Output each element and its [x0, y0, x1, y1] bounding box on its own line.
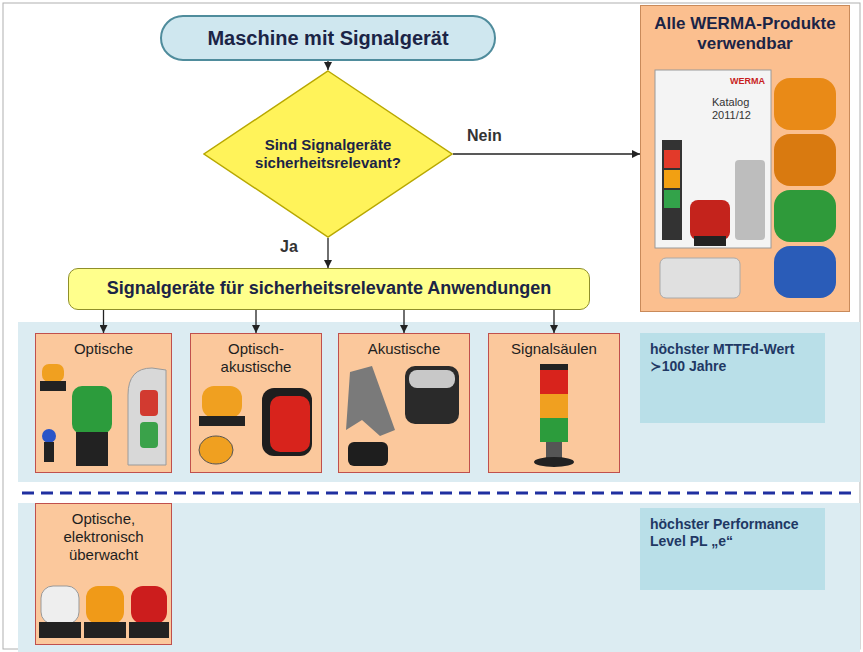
node-label: Signalsäulen [511, 340, 597, 358]
signal-tower [534, 364, 574, 467]
lamp [664, 150, 680, 168]
signal-tower [662, 140, 682, 240]
edge-label: Ja [278, 238, 300, 256]
lamp [774, 134, 836, 186]
lamp [664, 190, 680, 208]
beacon [202, 386, 242, 418]
connector-arrow [403, 310, 404, 333]
node-label: höchster Performance Level PL „e“ [650, 516, 815, 550]
connector-arrow [327, 61, 328, 70]
node-label: Alle WERMA-Produkte verwendbar [647, 14, 843, 55]
light-column [128, 368, 166, 465]
lamp [774, 190, 836, 242]
connector-arrow [453, 153, 640, 154]
connector-arrow [327, 238, 328, 268]
node-label: Maschine mit Signalgerät [207, 26, 448, 50]
connector-arrow [553, 310, 554, 333]
beacon-base [40, 381, 66, 391]
brand-label: WERMA [730, 76, 770, 86]
device-box: Akustische [338, 333, 470, 473]
edge-label: Nein [465, 127, 504, 145]
indicator-base [44, 442, 54, 462]
beacon-amber [86, 586, 124, 624]
device-box: Optische, elektronisch überwacht [35, 503, 172, 645]
diamond-shape [204, 71, 452, 237]
indicator [199, 436, 233, 464]
lamp [664, 170, 680, 188]
beacon-base [84, 622, 126, 638]
dashed-divider [22, 492, 856, 495]
tower-stem [546, 442, 562, 458]
node-label: Akustische [368, 340, 441, 358]
optical-devices [40, 364, 166, 466]
result-box: Alle WERMA-Produkte verwendbar [640, 5, 850, 312]
monitored-beacons [39, 586, 169, 638]
sounder-top [409, 370, 455, 388]
tower-amber [540, 394, 568, 418]
lamp [774, 78, 836, 130]
category-box: Signalgeräte für sicherheitsrelevante An… [68, 268, 590, 310]
tower-green [540, 418, 568, 442]
lamp [774, 246, 836, 298]
decision-diamond: Sind Signalgeräte sicherheitsrelevant? [203, 70, 453, 238]
tower-base [534, 457, 574, 467]
start-oval: Maschine mit Signalgerät [160, 15, 496, 61]
beacon-red [131, 586, 167, 624]
device-box: Optisch- akustische [190, 333, 322, 473]
horn [735, 160, 765, 240]
beacon-white [41, 586, 79, 624]
catalog-page [655, 70, 771, 248]
device-box: Signalsäulen [488, 333, 620, 473]
beacon-base [694, 236, 726, 246]
tower-cap [540, 364, 568, 370]
indicator [42, 429, 56, 443]
node-label: Signalgeräte für sicherheitsrelevante An… [107, 278, 551, 300]
beacon-base [39, 622, 81, 638]
node-label: Optische [74, 340, 133, 358]
node-label: Sind Signalgeräte sicherheitsrelevant? [253, 136, 403, 172]
node-label: Optisch- akustische [195, 340, 317, 376]
lamp [72, 386, 112, 434]
siren [262, 388, 312, 456]
band [18, 503, 860, 652]
beacon [42, 364, 64, 382]
lamp [140, 390, 158, 416]
tower-red [540, 370, 568, 394]
horn [346, 366, 395, 436]
beacon [690, 200, 730, 240]
acoustic-devices [346, 366, 459, 466]
note-box: höchster Performance Level PL „e“ [640, 508, 825, 590]
catalog-picture [655, 70, 836, 298]
note-box: höchster MTTFd-Wert ≻100 Jahre [640, 333, 825, 423]
node-label: Optische, elektronisch überwacht [40, 510, 167, 564]
beacon-base [129, 622, 169, 638]
buzzer [348, 442, 388, 466]
sounder [405, 366, 459, 424]
device [660, 258, 740, 298]
node-label: höchster MTTFd-Wert ≻100 Jahre [650, 341, 815, 375]
band [18, 322, 860, 482]
beacon-base [199, 416, 245, 426]
catalog-label: Katalog 2011/12 [712, 96, 768, 121]
connector-arrow [255, 310, 256, 333]
lamp-base [76, 432, 108, 466]
optical-acoustic-devices [199, 386, 312, 464]
siren-light [270, 396, 310, 452]
device-box: Optische [35, 333, 172, 473]
lamp [140, 422, 158, 448]
connector-arrow [103, 310, 104, 333]
